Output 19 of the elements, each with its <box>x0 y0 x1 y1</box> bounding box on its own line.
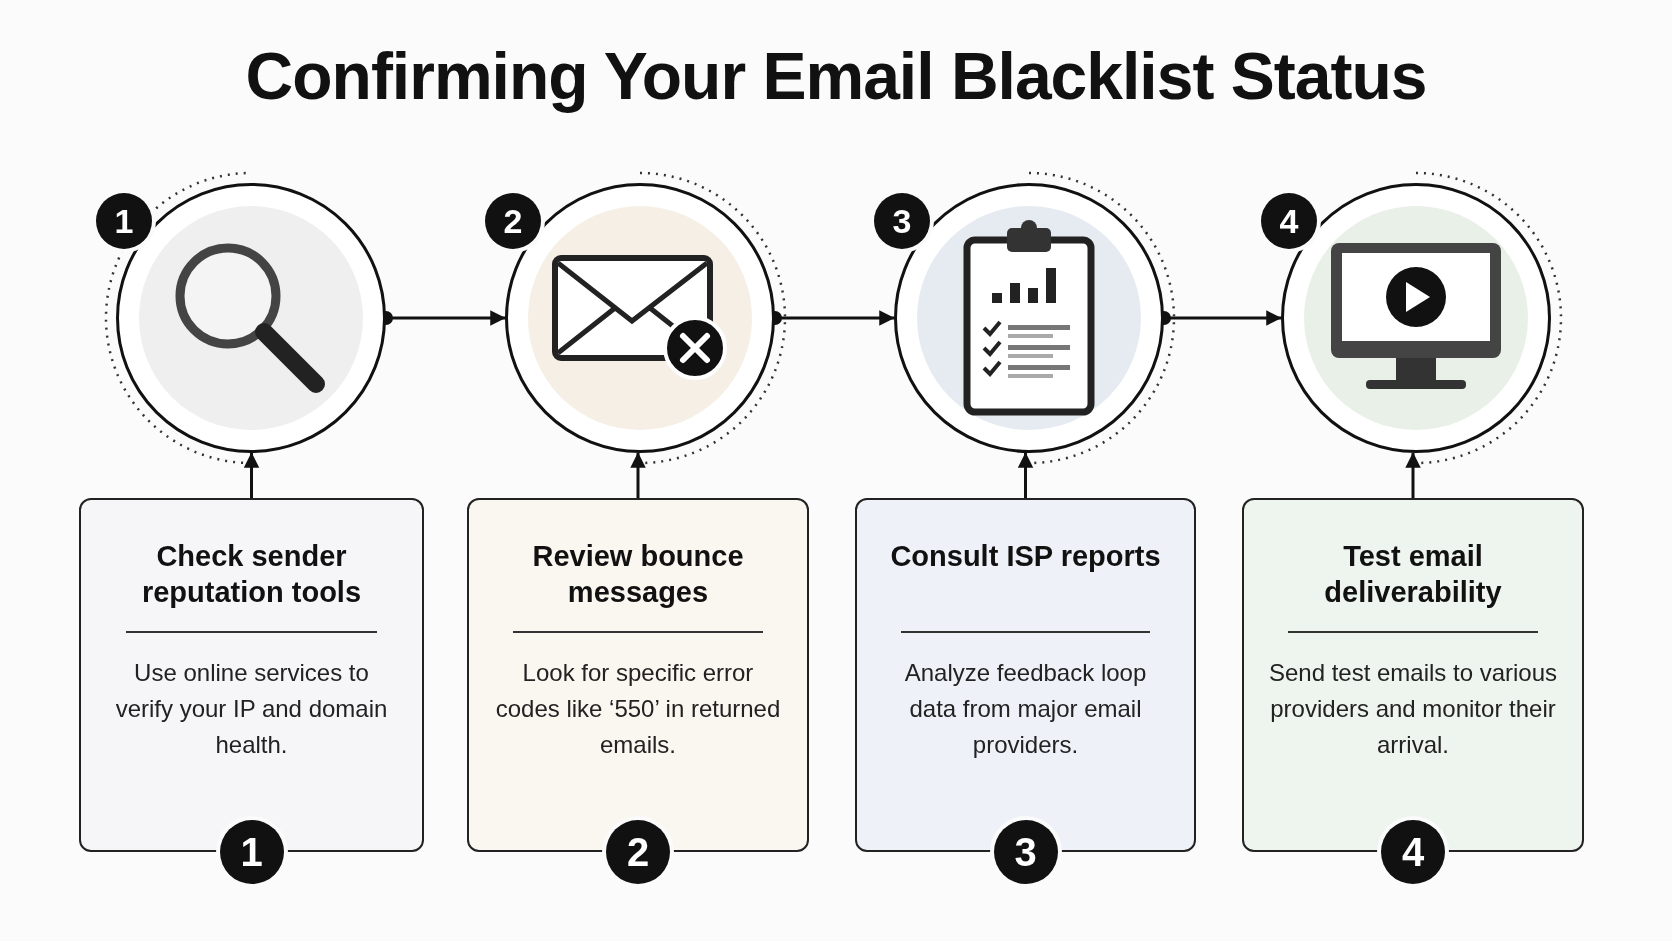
step-number: 3 <box>874 193 930 249</box>
step-heading: Test email deliverability <box>1323 539 1503 611</box>
step-heading: Review bounce messages <box>531 539 745 611</box>
arrow <box>1017 452 1034 498</box>
step-number: 4 <box>1261 193 1317 249</box>
step-description: Use online services to verify your IP and domain health. <box>114 658 389 760</box>
step-number: 4 <box>1381 820 1445 884</box>
step-number: 2 <box>485 193 541 249</box>
step-number: 2 <box>606 820 670 884</box>
step-description: Analyze feedback loop data from major email providers. <box>903 658 1148 760</box>
arrow <box>1405 452 1421 498</box>
step-number: 1 <box>96 193 152 249</box>
step-heading: Consult ISP reports <box>890 539 1161 574</box>
arrow <box>243 452 260 498</box>
title: Confirming Your Email Blacklist Status <box>244 38 1428 114</box>
step-description: Look for specific error codes like ‘550’ in returned emails. <box>494 658 782 760</box>
step-heading: Check sender reputation tools <box>140 539 363 611</box>
step-description: Send test emails to various providers and monitor their arrival. <box>1268 658 1558 760</box>
arrow <box>630 452 646 498</box>
